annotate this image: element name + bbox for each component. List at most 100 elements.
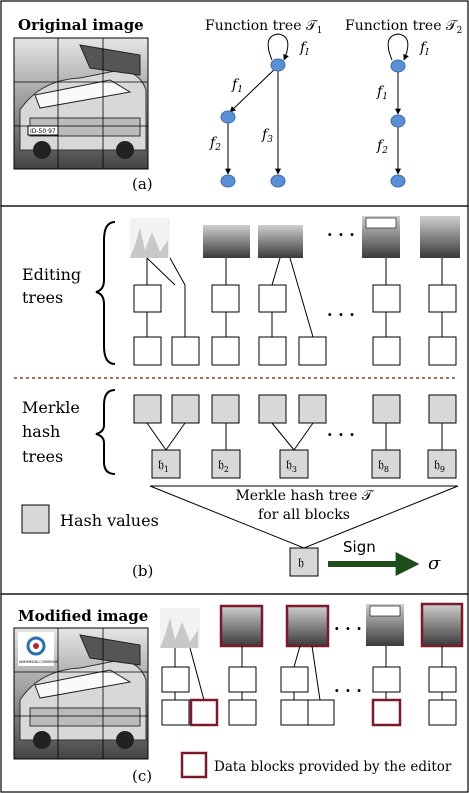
editor-block bbox=[371, 698, 402, 727]
mod-leaf bbox=[161, 699, 190, 726]
editing-trees-label-1: Editing bbox=[22, 265, 81, 284]
modified-image-label: Modified image bbox=[18, 607, 148, 625]
edit-node bbox=[258, 284, 287, 313]
hash-value-box bbox=[298, 394, 327, 424]
edit-leaf bbox=[428, 336, 457, 366]
caption-b: (b) bbox=[132, 562, 153, 580]
hash-h1-box bbox=[151, 449, 181, 479]
original-image-label: Original image bbox=[18, 16, 144, 34]
modified-ellipsis-mid: · · · bbox=[334, 681, 362, 700]
editor-block bbox=[420, 602, 464, 648]
root-hash-box bbox=[289, 547, 319, 577]
tree1-f1-label: f1 bbox=[231, 77, 243, 95]
editing-tree-tiles bbox=[130, 216, 460, 258]
editor-legend-swatch bbox=[180, 751, 208, 779]
mod-leaf bbox=[280, 699, 309, 726]
merkle-all-label-2: for all blocks bbox=[258, 507, 350, 523]
editing-ellipsis-mid: · · · bbox=[327, 305, 355, 324]
mod-node bbox=[280, 666, 309, 693]
original-photo: ID-50·97 bbox=[13, 37, 149, 170]
hash-h8-label: 𝔥8 bbox=[378, 458, 389, 474]
tree1-title: Function tree 𝒯1 bbox=[205, 18, 322, 36]
merkle-all-label-1: Merkle hash tree 𝒯 bbox=[235, 488, 374, 504]
function-tree-1: fI f1 f2 f3 bbox=[209, 33, 309, 188]
edit-leaf bbox=[298, 336, 327, 366]
tree1-root-node bbox=[270, 58, 286, 72]
mod-node bbox=[161, 666, 190, 693]
sigma-label: σ bbox=[428, 553, 441, 574]
hash-h9-box bbox=[427, 449, 457, 479]
tree2-root-node bbox=[390, 59, 406, 73]
edit-leaf bbox=[211, 336, 240, 366]
modified-trees bbox=[161, 645, 457, 727]
mod-node bbox=[372, 666, 401, 693]
wikimedia-text: WIKIMEDIA COMMONS bbox=[19, 660, 59, 664]
merkle-label-3: trees bbox=[22, 447, 63, 466]
hash-h3-box bbox=[279, 449, 309, 479]
hash-value-box bbox=[171, 394, 200, 424]
hash-value-box bbox=[428, 394, 457, 424]
sign-label: Sign bbox=[343, 538, 376, 556]
mod-leaf bbox=[228, 699, 257, 726]
hash-h2-box bbox=[211, 449, 241, 479]
panel-c-frame bbox=[0, 593, 469, 793]
merkle-label-2: hash bbox=[22, 422, 60, 441]
hash-values-legend-swatch bbox=[21, 504, 50, 534]
editor-legend-label: Data blocks provided by the editor bbox=[214, 759, 452, 775]
merkle-brace bbox=[95, 389, 116, 475]
mod-leaf bbox=[428, 699, 457, 726]
merkle-ellipsis: · · · bbox=[327, 425, 355, 444]
editing-trees-label-2: trees bbox=[22, 288, 63, 307]
mod-node bbox=[428, 666, 457, 693]
tree1-f2-label: f2 bbox=[209, 135, 221, 153]
merkle-all-triangle bbox=[149, 485, 459, 549]
hash-value-box bbox=[133, 394, 162, 424]
mod-leaf bbox=[307, 699, 335, 726]
modified-photo: WIKIMEDIA COMMONS bbox=[13, 627, 149, 760]
edit-leaf bbox=[133, 336, 162, 366]
editor-block bbox=[285, 604, 330, 648]
hash-h1-label: 𝔥1 bbox=[158, 458, 169, 474]
hash-h2-label: 𝔥2 bbox=[218, 458, 229, 474]
tree2-leaf-node bbox=[390, 174, 406, 188]
edit-leaf bbox=[258, 336, 287, 366]
editor-block bbox=[219, 604, 264, 648]
tree2-title: Function tree 𝒯2 bbox=[345, 18, 462, 36]
tree1-f3-label: f3 bbox=[261, 127, 273, 145]
tree2-mid-node bbox=[390, 114, 406, 128]
tree1-fI-label: fI bbox=[299, 40, 309, 58]
hash-values-legend-label: Hash values bbox=[60, 511, 159, 530]
tree2-f1-label: f1 bbox=[376, 84, 388, 102]
merkle-hash-trees bbox=[133, 394, 457, 479]
root-hash-label: 𝔥 bbox=[298, 556, 304, 571]
tree1-leaf-node-2 bbox=[270, 174, 286, 188]
editing-trees bbox=[133, 257, 457, 366]
edit-node bbox=[428, 284, 457, 313]
plate-text: ID-50·97 bbox=[30, 128, 56, 135]
wikimedia-logo bbox=[26, 636, 46, 656]
modified-ellipsis-top: · · · bbox=[334, 619, 362, 638]
editing-brace bbox=[95, 221, 116, 365]
edit-node bbox=[372, 284, 401, 313]
tree1-leaf-node-1 bbox=[220, 174, 236, 188]
merkle-label-1: Merkle bbox=[22, 398, 80, 417]
tree2-f2-label: f2 bbox=[376, 138, 388, 156]
caption-a: (a) bbox=[132, 175, 153, 193]
editor-block bbox=[189, 698, 219, 727]
modified-tiles bbox=[160, 602, 464, 648]
edit-leaf bbox=[171, 336, 200, 366]
hash-h3-label: 𝔥3 bbox=[286, 458, 297, 474]
hash-h8-box bbox=[371, 449, 401, 479]
edit-node bbox=[133, 284, 162, 313]
tree1-mid-node bbox=[220, 110, 236, 124]
edit-leaf bbox=[372, 336, 401, 366]
caption-c: (c) bbox=[132, 767, 152, 785]
hash-value-box bbox=[372, 394, 401, 424]
hash-h9-label: 𝔥9 bbox=[434, 458, 445, 474]
editing-ellipsis-top: · · · bbox=[327, 225, 355, 244]
hash-value-box bbox=[258, 394, 287, 424]
tree2-fI-label: fI bbox=[419, 40, 429, 58]
function-tree-2: fI f1 f2 bbox=[376, 33, 429, 188]
hash-value-box bbox=[211, 394, 240, 424]
mod-node bbox=[228, 666, 257, 693]
